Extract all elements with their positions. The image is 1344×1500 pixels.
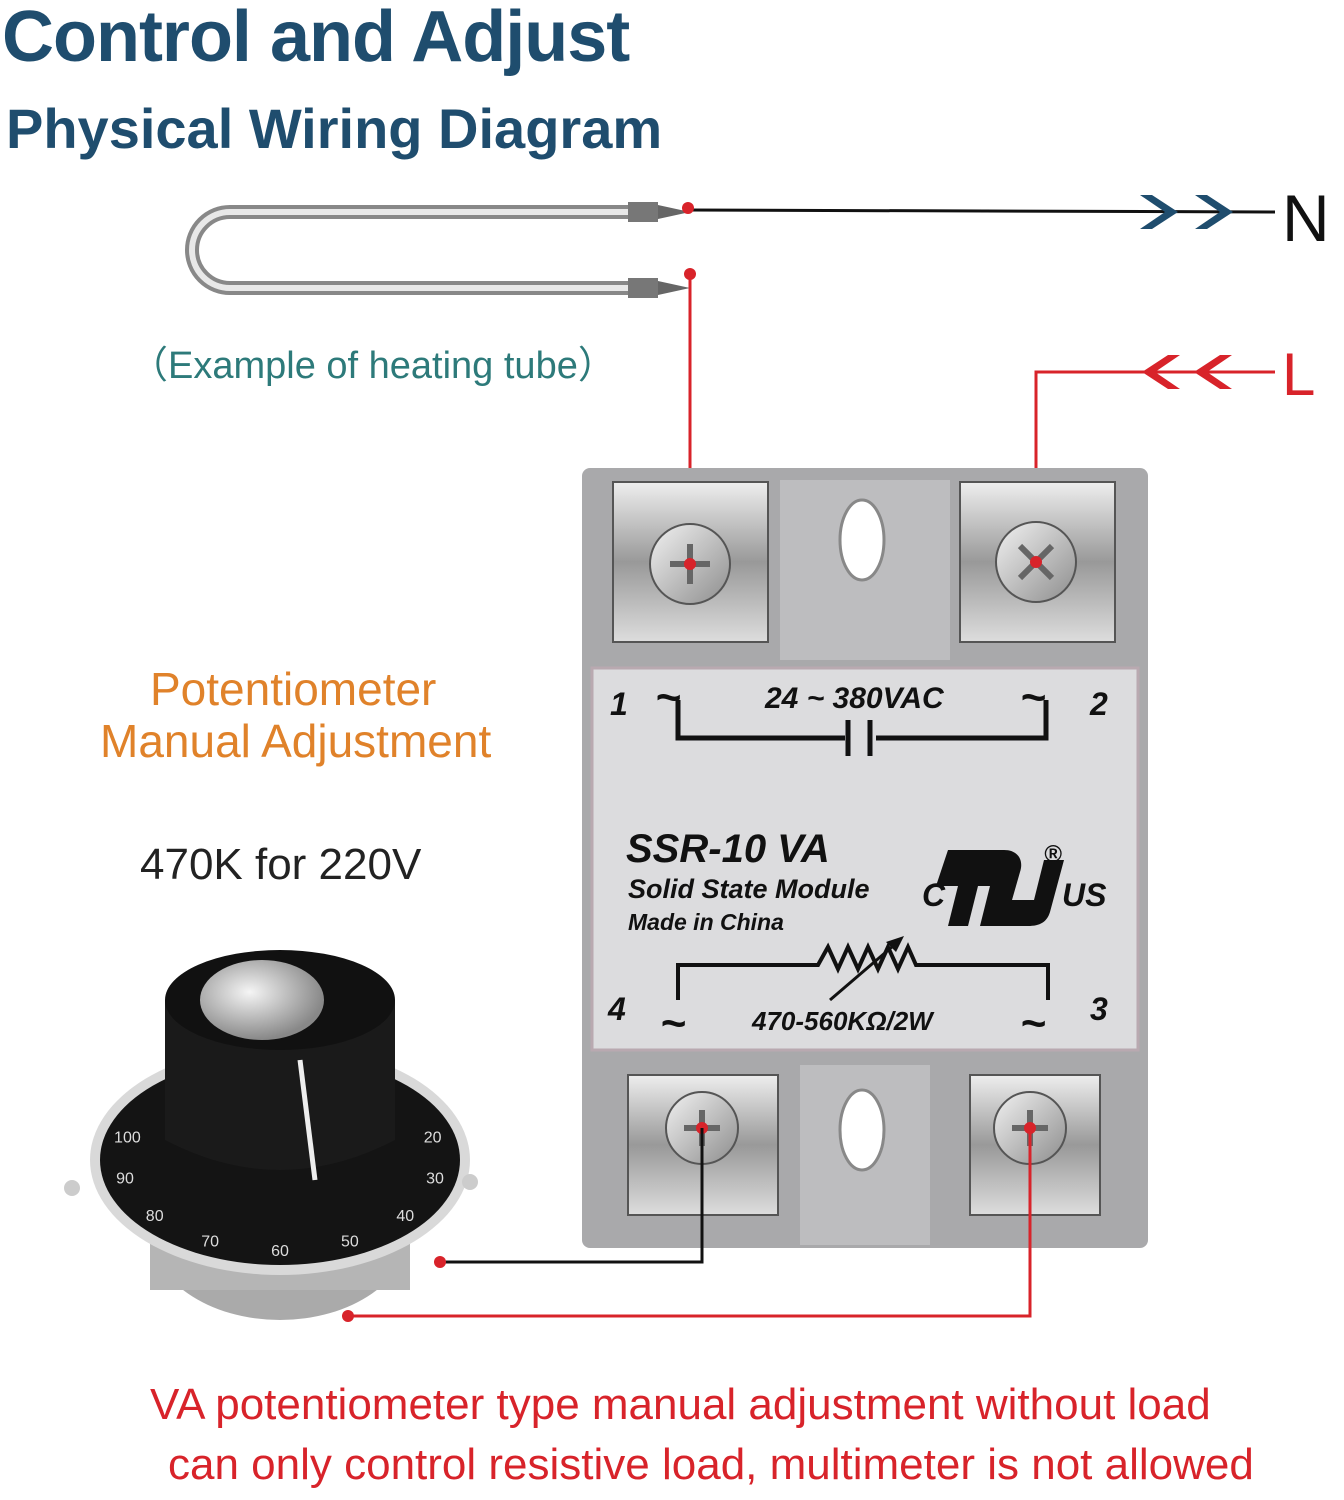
dial-number: 70 bbox=[201, 1234, 219, 1251]
terminal-2-label: 2 bbox=[1089, 686, 1108, 722]
terminal-1-label: 1 bbox=[610, 686, 628, 722]
potentiometer-icon: 100 90 80 70 60 50 40 30 20 bbox=[64, 950, 478, 1320]
ac-symbol: ~ bbox=[660, 999, 686, 1048]
cert-us: US bbox=[1062, 877, 1107, 913]
warning-note-line1: VA potentiometer type manual adjustment … bbox=[150, 1380, 1211, 1429]
solid-state-relay: 1 2 3 4 ~ ~ ~ ~ 24 ~ 380VAC SSR-10 VA So… bbox=[582, 468, 1148, 1248]
cert-c: C bbox=[922, 877, 946, 913]
voltage-rating: 24 ~ 380VAC bbox=[764, 682, 945, 715]
ac-symbol: ~ bbox=[1020, 673, 1046, 722]
dial-number: 90 bbox=[116, 1171, 134, 1188]
relay-origin: Made in China bbox=[628, 909, 784, 935]
cert-registered: ® bbox=[1044, 841, 1062, 868]
warning-note-line2: can only control resistive load, multime… bbox=[168, 1440, 1254, 1489]
neutral-label: N bbox=[1282, 181, 1330, 255]
heating-tube-caption: （Example of heating tube） bbox=[130, 345, 616, 387]
heating-tube-icon bbox=[185, 202, 690, 298]
terminal-3-label: 3 bbox=[1090, 991, 1108, 1027]
ul-certification-logo: C US ® bbox=[922, 841, 1107, 926]
page-subtitle: Physical Wiring Diagram bbox=[6, 97, 663, 160]
potentiometer-title: Potentiometer bbox=[150, 663, 437, 715]
dial-number: 40 bbox=[396, 1208, 414, 1225]
ac-symbol: ~ bbox=[1020, 999, 1046, 1048]
dial-number: 20 bbox=[424, 1130, 442, 1147]
resistance-rating: 470-560KΩ/2W bbox=[751, 1006, 935, 1036]
dial-number: 80 bbox=[146, 1208, 164, 1225]
pot-wire-red bbox=[342, 1128, 1032, 1322]
relay-description: Solid State Module bbox=[628, 874, 870, 904]
relay-model: SSR-10 VA bbox=[626, 827, 830, 871]
ac-symbol: ~ bbox=[655, 673, 681, 722]
dial-number: 60 bbox=[271, 1243, 289, 1260]
live-label: L bbox=[1282, 341, 1316, 408]
dial-number: 100 bbox=[114, 1130, 141, 1147]
terminal-4-label: 4 bbox=[607, 991, 626, 1027]
page-title: Control and Adjust bbox=[2, 0, 630, 77]
dial-number: 30 bbox=[426, 1171, 444, 1188]
potentiometer-spec: 470K for 220V bbox=[140, 840, 422, 889]
dial-scale: 100 90 80 70 60 50 40 30 20 bbox=[114, 1130, 444, 1260]
neutral-wire bbox=[682, 195, 1276, 229]
dial-number: 50 bbox=[341, 1234, 359, 1251]
pot-wire-black bbox=[434, 1128, 704, 1268]
potentiometer-title-line2: Manual Adjustment bbox=[100, 715, 492, 767]
